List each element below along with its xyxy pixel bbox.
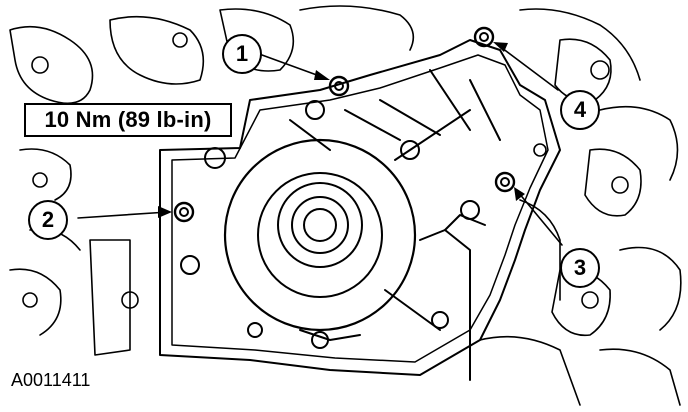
oil-pump-housing [159,26,561,381]
callout-4: 4 [560,90,600,130]
engine-block-background [9,5,682,406]
callout-1: 1 [222,34,262,74]
torque-spec-label: 10 Nm (89 lb-in) [24,103,232,137]
callout-2: 2 [28,200,68,240]
callout-3: 3 [560,248,600,288]
arrowheads [158,42,525,218]
figure-id: A0011411 [8,370,94,391]
leader-lines [77,44,563,246]
